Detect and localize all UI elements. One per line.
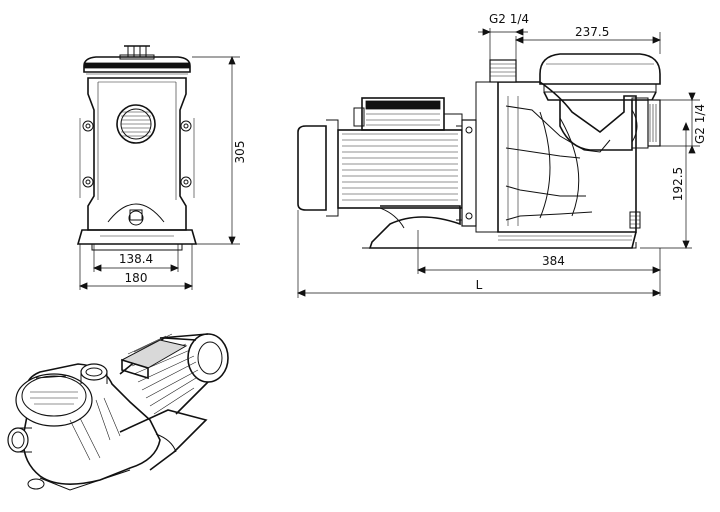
- dim-front-height: 305: [233, 141, 247, 164]
- side-view: [297, 53, 661, 249]
- dim-front-width: 180: [125, 271, 148, 285]
- isometric-view: [7, 333, 229, 491]
- dim-base-length: 384: [542, 254, 565, 268]
- dim-top-port: G2 1/4: [489, 12, 529, 26]
- dim-side-port: G2 1/4: [693, 104, 707, 144]
- front-dimensions: 305 138.4 180: [78, 55, 247, 290]
- dim-front-inner-width: 138.4: [119, 252, 153, 266]
- dim-outlet-height: 192.5: [671, 167, 685, 201]
- dim-total-length: L: [476, 278, 483, 292]
- side-dimensions: G2 1/4 237.5 G2 1/4 192.5 384 L: [296, 12, 707, 298]
- front-view: [76, 45, 198, 251]
- dim-top-span: 237.5: [575, 25, 609, 39]
